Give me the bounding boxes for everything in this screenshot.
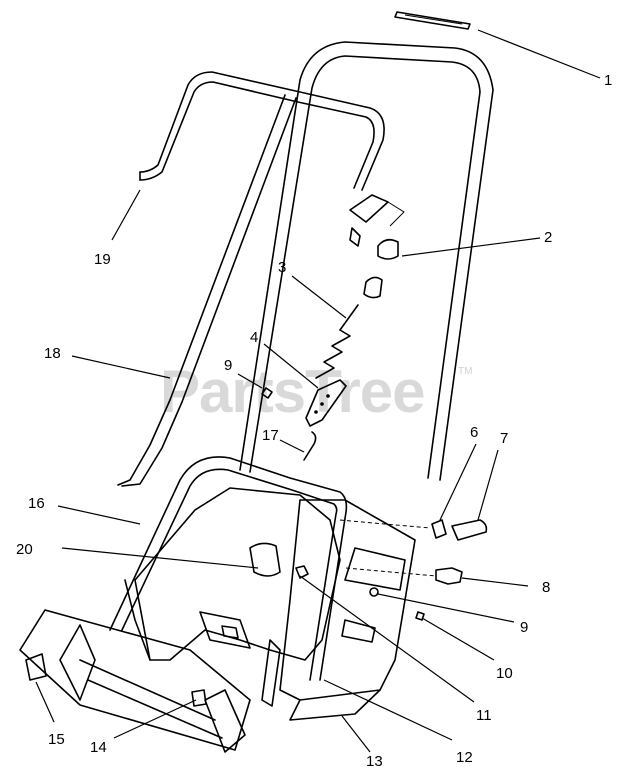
callout-9-lower: 9: [520, 619, 528, 636]
part-20-bracket: [249, 542, 281, 577]
callout-16: 16: [28, 495, 45, 512]
callout-18: 18: [44, 345, 61, 362]
callout-17: 17: [262, 427, 279, 444]
part-8-bolt: [345, 567, 463, 585]
callout-4: 4: [250, 329, 258, 346]
lower-handle-frame: [109, 456, 348, 681]
part-9-screw-upper: [261, 387, 273, 399]
callout-10: 10: [496, 665, 513, 682]
side-plate: [261, 499, 416, 721]
callout-8: 8: [542, 579, 550, 596]
callout-7: 7: [500, 430, 508, 447]
callout-12: 12: [456, 749, 473, 766]
part-19-bail: [139, 71, 385, 191]
callout-9-upper: 9: [224, 357, 232, 374]
callout-20: 20: [16, 541, 33, 558]
callout-19: 19: [94, 251, 111, 268]
leader-lines: [35, 29, 601, 753]
part-3-spring: [315, 304, 359, 379]
callout-labels: 1 2 3 4 6 7 8 9 9 10 11 12 13 14 15 16 1…: [16, 72, 612, 770]
deck-housing: [124, 487, 341, 661]
upper-handle: [239, 41, 494, 481]
callout-13: 13: [366, 753, 383, 770]
part-6-7-bolt: [339, 519, 488, 541]
part-10-screw: [415, 611, 425, 621]
part-4-adjuster: [305, 379, 347, 427]
part-18-bail-arm: [117, 94, 297, 487]
part-2-cable-bracket: [349, 194, 405, 299]
callout-3: 3: [278, 259, 286, 276]
callout-14: 14: [90, 739, 107, 756]
watermark: PartsTree TM: [160, 358, 472, 425]
watermark-trademark: TM: [458, 366, 472, 377]
callout-6: 6: [470, 424, 478, 441]
part-11-nut: [295, 565, 309, 579]
callout-2: 2: [544, 229, 552, 246]
callout-1: 1: [604, 72, 612, 89]
part-17-clip: [303, 431, 317, 461]
callout-15: 15: [48, 731, 65, 748]
watermark-text: PartsTree: [160, 358, 425, 425]
part-9-screw-lower: [369, 587, 379, 597]
rear-axle-assembly: [19, 609, 251, 753]
part-1-grip: [394, 11, 471, 30]
callout-11: 11: [476, 707, 492, 724]
